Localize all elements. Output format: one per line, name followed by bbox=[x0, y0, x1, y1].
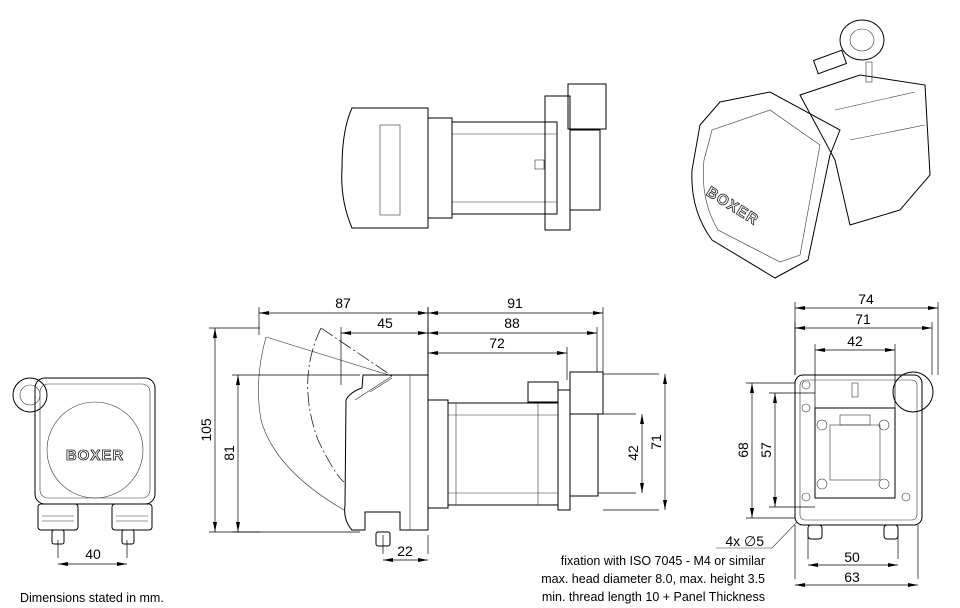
dim-side-42: 42 bbox=[625, 445, 641, 461]
rear-view bbox=[716, 371, 934, 549]
dim-side-88: 88 bbox=[504, 315, 520, 331]
hole-callout: 4x ∅5 bbox=[725, 533, 764, 549]
dim-side-105: 105 bbox=[198, 418, 214, 442]
brand-logo-front: BOXER bbox=[66, 447, 124, 464]
dim-rear-50: 50 bbox=[844, 549, 860, 565]
top-view bbox=[341, 83, 607, 231]
dim-side-81: 81 bbox=[221, 445, 237, 461]
dim-rear-57: 57 bbox=[758, 442, 774, 458]
units-note: Dimensions stated in mm. bbox=[20, 591, 164, 605]
dim-rear-63: 63 bbox=[844, 569, 860, 585]
dim-side-45: 45 bbox=[377, 315, 393, 331]
front-view: BOXER bbox=[12, 377, 156, 545]
dim-rear-68: 68 bbox=[735, 442, 751, 458]
dim-side-87: 87 bbox=[335, 295, 351, 311]
dim-rear-71: 71 bbox=[855, 311, 871, 327]
dim-side-91: 91 bbox=[507, 295, 523, 311]
dim-side-72: 72 bbox=[489, 335, 505, 351]
dim-rear-74: 74 bbox=[858, 291, 874, 307]
isometric-view: BOXER bbox=[691, 19, 931, 279]
logo-disc bbox=[46, 401, 144, 499]
side-view bbox=[258, 327, 604, 547]
dim-side-22: 22 bbox=[397, 543, 413, 559]
dim-side-71: 71 bbox=[648, 434, 664, 450]
fixation-note-1: fixation with ISO 7045 - M4 or similar bbox=[561, 554, 765, 568]
fixation-note-2: max. head diameter 8.0, max. height 3.5 bbox=[541, 572, 765, 586]
fixation-note-3: min. thread length 10 + Panel Thickness bbox=[542, 590, 765, 604]
brand-logo-iso: BOXER bbox=[703, 184, 761, 229]
dim-rear-42: 42 bbox=[847, 333, 863, 349]
dim-front-40: 40 bbox=[85, 546, 101, 562]
